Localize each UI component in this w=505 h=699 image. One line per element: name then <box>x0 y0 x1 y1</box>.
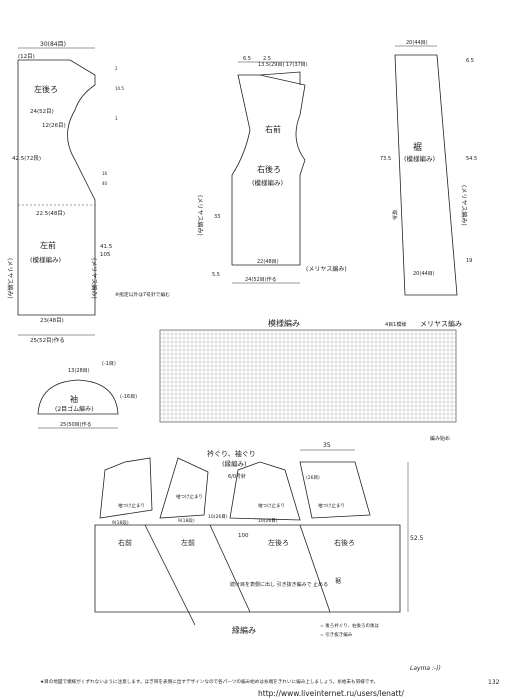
dim-lb-105: 105 <box>100 252 111 258</box>
right-front-back-schematic: 6.5 2.5 13.5(29目) 17(37目) 右前 右後ろ (模様編み) … <box>196 56 347 284</box>
footnote: ★目の地図で模様がくずれないように注意します。ほぎ目を表側に出すデザインなので各… <box>40 678 378 685</box>
stitch-pattern-chart: 模様編み 4目1模様 メリヤス編み 編み始め <box>159 318 462 442</box>
dim-w35: 35 <box>323 442 331 449</box>
asm-left-back: 左後ろ <box>268 538 289 547</box>
pick-up-3: 袖つけ止まり <box>318 502 345 509</box>
neck-needle: 6/0号針 <box>228 473 246 480</box>
mid-92: 9(18段) <box>178 517 195 524</box>
dim-hem-545: 54.5 <box>466 156 477 162</box>
pick-up-4: 袖つけ止まり <box>176 493 203 500</box>
label-meriyasu-hem: (メリヤス編み) <box>460 185 468 226</box>
dim-lb-42: 42.5(72段) <box>12 154 41 162</box>
asm-left-front: 左前 <box>181 538 195 547</box>
label-meriyasu-left2: (メリヤス編み) <box>90 258 98 299</box>
dim-rf-55: 5.5 <box>212 272 220 278</box>
dim-d100: 100 <box>238 533 249 539</box>
mid-26: (26目) <box>306 475 320 481</box>
dim-hem-19: 19 <box>466 258 472 264</box>
svg-text:16: 16 <box>102 171 108 176</box>
label-sleeve: 袖 <box>70 394 78 404</box>
dim-hem-20b: 20(44目) <box>413 271 435 277</box>
dim-hem-735: 73.5 <box>380 156 391 162</box>
dim-sleeve-25: 25(50目)作る <box>60 421 92 428</box>
hem-schematic: 20(44目) 裾 (模様編み) 20(44目) 73.5 54.5 19 6.… <box>380 40 477 296</box>
dim-sleeve-16: (-16目) <box>120 394 137 400</box>
lb-step-notes: 2 10.5 3 16 40 <box>102 66 124 186</box>
label-right-front: 右前 <box>265 124 281 134</box>
dim-sleeve-13: 13(28目) <box>68 368 90 374</box>
note-needle: ※指定以外は7号針で編む <box>115 291 170 298</box>
svg-text:40: 40 <box>102 181 108 186</box>
assembly-diagram: 35 52.5 100 衿ぐり、袖ぐり (縁編み) 6/0号針 袖つけ止まり 袖… <box>94 442 424 638</box>
dim-lb-41: 41.5 <box>100 244 113 250</box>
asm-right-front: 右前 <box>118 538 132 547</box>
edge-title: 縁編み <box>232 625 256 635</box>
dim-lb-25: 25(52目)作る <box>30 336 65 344</box>
asm-hem: 裾 <box>335 577 341 585</box>
page-number: 132 <box>488 679 500 686</box>
legend-2: = 引き抜き編み <box>320 631 353 638</box>
svg-text:3: 3 <box>115 116 118 121</box>
dim-lb-22: 22.5(48目) <box>36 210 65 217</box>
dim-hem-top: 20(44目) <box>406 40 428 46</box>
pattern-repeat: 4目1模様 <box>385 321 406 328</box>
dim-rf-6: 6.5 <box>243 56 251 62</box>
asm-right-back: 右後ろ <box>334 538 355 547</box>
label-right-back: 右後ろ <box>257 164 281 174</box>
dim-rf-22: 22(48目) <box>257 259 279 265</box>
label-hem: 裾 <box>413 141 422 153</box>
pick-up-1: 袖つけ止まり <box>118 502 145 509</box>
label-meriyasu-rf: (メリヤス編み) <box>196 195 204 236</box>
label-hem-sub: (模様編み) <box>404 154 435 163</box>
dim-rf-135: 13.5(29目) <box>258 62 284 68</box>
dim-lb-23: 23(48目) <box>40 317 64 324</box>
legend-1: = 後ろ衿ぐり、右後ろの後は <box>320 622 380 629</box>
label-meriyasu-rf2: (メリヤス編み) <box>306 265 347 273</box>
label-sleeve-sub: (2目ゴム編み) <box>55 405 94 413</box>
label-left-front-sub: (模様編み) <box>30 255 61 264</box>
dim-lb-12: (12目) <box>18 53 35 60</box>
dim-rf-24: 24(52目)作る <box>245 276 277 283</box>
svg-text:10.5: 10.5 <box>115 86 124 91</box>
dim-sleeve-1: (-1目) <box>102 361 116 367</box>
pattern-meriyasu: メリヤス編み <box>420 319 462 328</box>
dim-h525: 52.5 <box>410 535 424 542</box>
sleeve-schematic: 袖 (2目ゴム編み) 13(28目) 25(50目)作る (-16目) (-1目… <box>37 361 137 429</box>
dim-lb-12b: 12(26目) <box>42 122 66 129</box>
mid-10: 10(26目) <box>258 518 278 524</box>
label-right-back-sub: (模様編み) <box>252 178 283 187</box>
brand-watermark: Layma :-)) <box>410 665 441 672</box>
knit-start-label: 編み始め <box>430 435 450 442</box>
dim-hem-65: 6.5 <box>466 58 474 64</box>
pattern-title: 模様編み <box>268 318 300 328</box>
svg-text:2: 2 <box>115 66 118 71</box>
label-meriyasu-left: (メリヤス編み) <box>6 258 14 299</box>
neck-sub: (縁編み) <box>222 459 247 468</box>
note-box: 続け目を表側に出し 引き抜き編みで 止める <box>230 581 328 588</box>
dim-rf-17: 17(37目) <box>286 62 308 68</box>
source-url: http://www.liveinternet.ru/users/lenatt/ <box>258 689 404 698</box>
dim-rf-33: 33 <box>214 214 220 220</box>
dim-lb-top: 30(84目) <box>40 41 66 48</box>
label-left-front: 左前 <box>40 240 56 250</box>
pick-up-2: 袖つけ止まり <box>258 502 285 509</box>
dim-rf-25: 2.5 <box>263 56 271 62</box>
label-hem-side: 縦糸 <box>391 210 398 220</box>
mid-9: 9(18段) <box>112 519 129 526</box>
label-left-back: 左後ろ <box>34 84 58 94</box>
neck-title: 衿ぐり、袖ぐり <box>207 449 256 458</box>
dim-lb-24: 24(52目) <box>30 108 54 115</box>
mid-102: 10(26目) <box>208 514 228 520</box>
left-back-front-schematic: 30(84目) (12目) 左後ろ 24(52目) 12(26目) 42.5(7… <box>6 41 170 344</box>
